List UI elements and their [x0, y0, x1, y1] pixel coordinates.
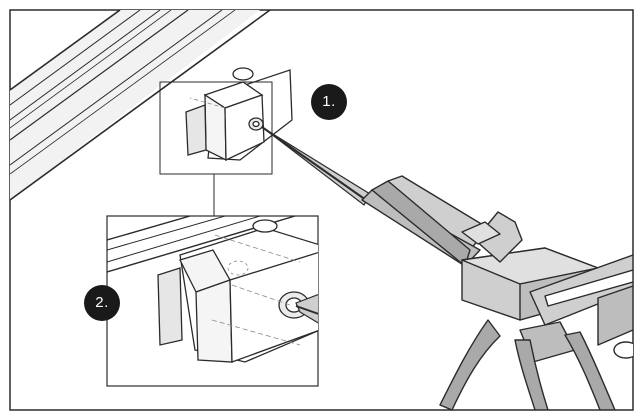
step-2-badge: 2. — [84, 285, 120, 321]
aluminium-rail — [10, 10, 271, 201]
zoom-mounting-block — [157, 219, 318, 363]
mounting-block — [185, 67, 293, 162]
step-1-badge: 1. — [311, 84, 347, 120]
detail-reference-box — [159, 81, 273, 175]
zoom-nozzle — [295, 293, 318, 324]
main-scene — [10, 10, 633, 410]
adhesive-gun — [361, 175, 633, 410]
zoom-detail-content — [107, 216, 318, 363]
